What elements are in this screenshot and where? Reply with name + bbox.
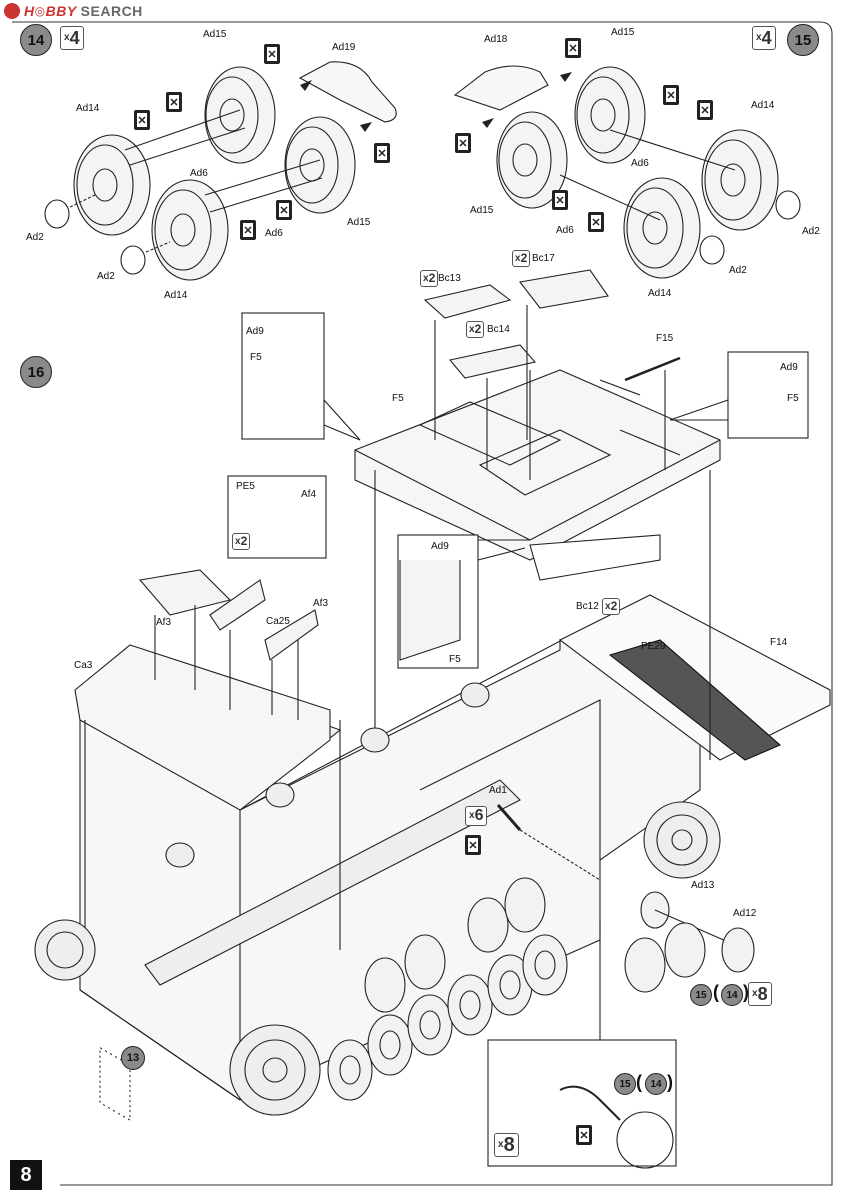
part-label: Ad2 xyxy=(97,271,115,282)
part-label: Ad2 xyxy=(26,232,44,243)
step15-wheels xyxy=(453,65,801,279)
part-label: Ca25 xyxy=(266,616,290,627)
page-number: 8 xyxy=(10,1160,42,1190)
part-label: Ad9 xyxy=(780,362,798,373)
quantity-step14: x4 xyxy=(60,26,84,50)
step14-wheels xyxy=(44,61,397,281)
part-label: Ad13 xyxy=(691,880,715,891)
step-16-badge: 16 xyxy=(20,356,52,388)
quantity-bc17: x2 xyxy=(512,250,531,267)
quantity-step15: x4 xyxy=(752,26,776,50)
part-label: PE5 xyxy=(236,481,255,492)
quantity-detail: x8 xyxy=(494,1133,519,1157)
glue-icon xyxy=(465,835,481,855)
part-label: Bc14 xyxy=(487,324,510,335)
part-label: Ad15 xyxy=(203,29,227,40)
quantity-bc14: x2 xyxy=(466,321,485,338)
part-label: Ad9 xyxy=(246,326,264,337)
watermark-brand-right: SEARCH xyxy=(80,3,143,19)
part-label: F5 xyxy=(392,393,404,404)
part-label: Af3 xyxy=(156,617,172,628)
glue-icon xyxy=(588,212,604,232)
glue-icon xyxy=(166,92,182,112)
quantity-wheels: x8 xyxy=(748,982,772,1006)
glue-icon xyxy=(663,85,679,105)
quantity-bc12: x2 xyxy=(602,598,621,615)
part-label: Ad6 xyxy=(631,158,649,169)
part-label: Ad12 xyxy=(733,908,757,919)
part-label: F14 xyxy=(770,637,788,648)
step16-hull-deck xyxy=(227,269,809,669)
hobbysearch-watermark: H◎BBY SEARCH xyxy=(4,3,143,19)
ref-step-13: 13 xyxy=(121,1046,145,1070)
glue-icon xyxy=(264,44,280,64)
part-label: Ad6 xyxy=(556,225,574,236)
part-label: Bc12 xyxy=(576,601,599,612)
part-label: Ad15 xyxy=(347,217,371,228)
glue-icon xyxy=(374,143,390,163)
detail-ref-step-14: 14 xyxy=(645,1073,667,1095)
quantity-ad1: x6 xyxy=(465,806,488,826)
part-label: Ad9 xyxy=(431,541,449,552)
watermark-o-icon: ◎ xyxy=(34,4,46,18)
part-label: Ad2 xyxy=(729,265,747,276)
part-label: Ad19 xyxy=(332,42,356,53)
glue-icon xyxy=(565,38,581,58)
part-label: Bc13 xyxy=(438,273,461,284)
part-label: Ad18 xyxy=(484,34,508,45)
glue-icon xyxy=(455,133,471,153)
glue-icon xyxy=(697,100,713,120)
part-label: Ad2 xyxy=(802,226,820,237)
open-paren: ( xyxy=(713,982,719,1002)
part-label: F5 xyxy=(250,352,262,363)
glue-icon xyxy=(240,220,256,240)
step-15-badge: 15 xyxy=(787,24,819,56)
part-label: Ad1 xyxy=(489,785,507,796)
part-label: Af3 xyxy=(313,598,329,609)
detail-ref-step-15: 15 xyxy=(614,1073,636,1095)
part-label: Af4 xyxy=(301,489,317,500)
part-label: Ad14 xyxy=(648,288,672,299)
quantity-af: x2 xyxy=(232,533,251,550)
detail-open-paren: ( xyxy=(636,1072,642,1092)
part-label: F5 xyxy=(449,654,461,665)
hobbysearch-logo-icon xyxy=(4,3,20,19)
part-label: F15 xyxy=(656,333,674,344)
part-label: PE29 xyxy=(641,641,666,652)
part-label: Ad14 xyxy=(164,290,188,301)
step-14-badge: 14 xyxy=(20,24,52,56)
glue-icon xyxy=(552,190,568,210)
close-paren: ) xyxy=(743,982,749,1002)
lower-hull xyxy=(34,470,831,1169)
watermark-brand-mid: BBY xyxy=(45,3,77,19)
part-label: Ad14 xyxy=(751,100,775,111)
glue-icon xyxy=(276,200,292,220)
part-label: Ad6 xyxy=(265,228,283,239)
part-label: Ad15 xyxy=(470,205,494,216)
quantity-bc13: x2 xyxy=(420,270,439,287)
part-label: Ad15 xyxy=(611,27,635,38)
glue-icon xyxy=(576,1125,592,1145)
watermark-brand-left: H xyxy=(24,3,35,19)
detail-close-paren: ) xyxy=(667,1072,673,1092)
part-label: Ad6 xyxy=(190,168,208,179)
ref-step-14: 14 xyxy=(721,984,743,1006)
part-label: F5 xyxy=(787,393,799,404)
ref-step-15: 15 xyxy=(690,984,712,1006)
part-label: Bc17 xyxy=(532,253,555,264)
part-label: Ca3 xyxy=(74,660,93,671)
glue-icon xyxy=(134,110,150,130)
part-label: Ad14 xyxy=(76,103,100,114)
